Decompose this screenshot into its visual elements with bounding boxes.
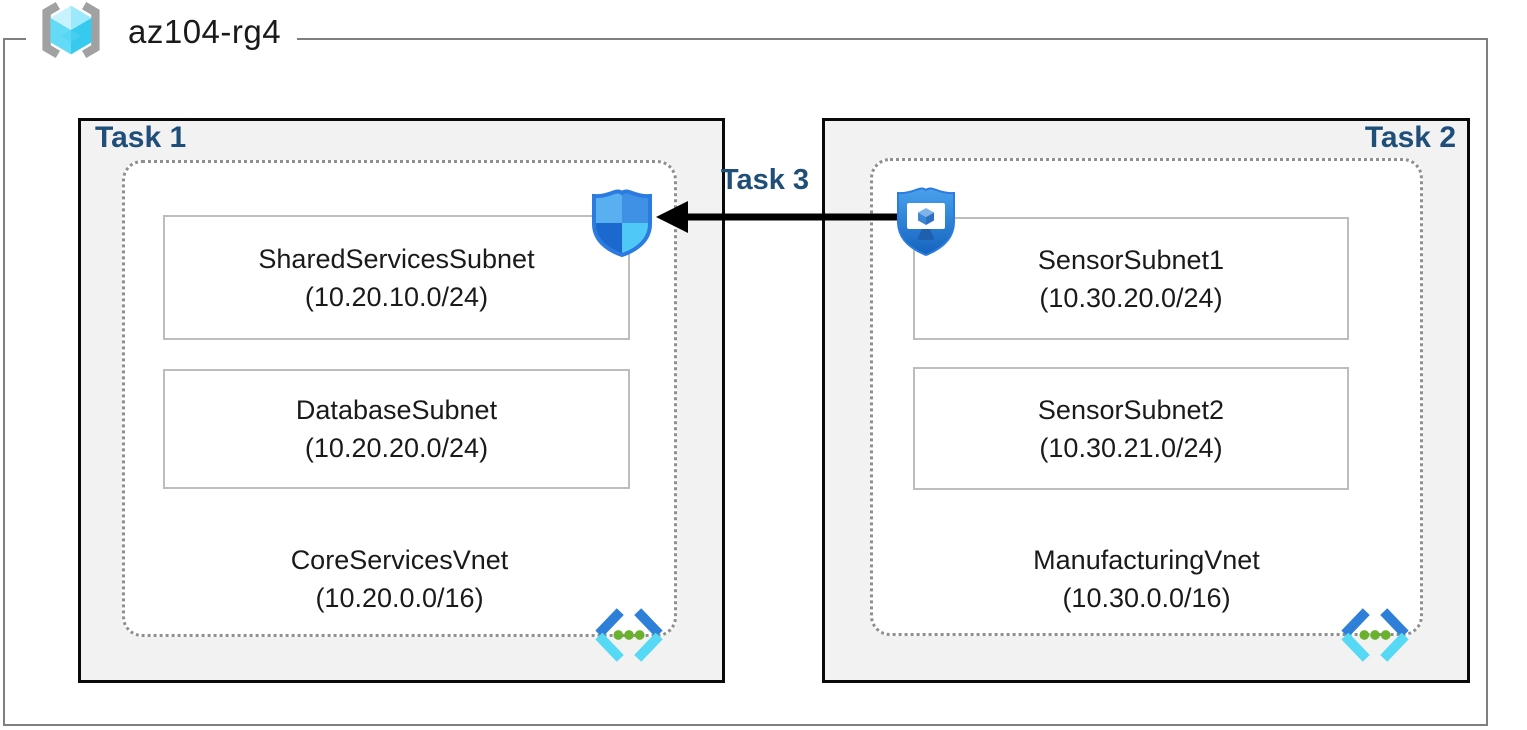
coreservices-vnet-label: CoreServicesVnet (10.20.0.0/16) [122, 541, 677, 617]
sharedservices-subnet-box: SharedServicesSubnet (10.20.10.0/24) [163, 215, 630, 340]
network-security-group-shield-icon [588, 186, 656, 263]
vnet-cidr: (10.30.0.0/16) [1062, 583, 1231, 613]
task2-label: Task 2 [1364, 121, 1456, 154]
virtual-network-icon [592, 600, 666, 675]
database-subnet-box: DatabaseSubnet (10.20.20.0/24) [163, 369, 630, 489]
manufacturing-vnet-label: ManufacturingVnet (10.30.0.0/16) [870, 541, 1423, 617]
task3-label: Task 3 [720, 164, 810, 196]
sensor2-subnet-box: SensorSubnet2 (10.30.21.0/24) [913, 367, 1349, 490]
vnet-name: ManufacturingVnet [1033, 545, 1260, 575]
vnet-cidr: (10.20.0.0/16) [315, 583, 484, 613]
subnet-cidr: (10.20.10.0/24) [304, 281, 489, 312]
resource-group-frame [3, 38, 1488, 726]
subnet-cidr: (10.20.20.0/24) [304, 433, 489, 463]
sensor1-subnet-box: SensorSubnet1 (10.30.20.0/24) [913, 217, 1349, 340]
resource-group-name: az104-rg4 [128, 13, 282, 50]
subnet-name: SensorSubnet2 [1037, 394, 1225, 425]
subnet-cidr: (10.30.21.0/24) [1039, 432, 1223, 463]
virtual-network-icon [1338, 600, 1412, 675]
subnet-name: SensorSubnet1 [1037, 244, 1225, 275]
subnet-cidr: (10.30.20.0/24) [1039, 282, 1223, 313]
subnet-name: DatabaseSubnet [295, 395, 498, 425]
task3-arrow [656, 201, 898, 233]
vnet-name: CoreServicesVnet [290, 545, 509, 575]
resource-group-title: az104-rg4 [26, 0, 298, 65]
bastion-protected-vm-icon [892, 183, 960, 263]
resource-group-icon [34, 0, 108, 65]
subnet-name: SharedServicesSubnet [258, 243, 535, 274]
task1-label: Task 1 [95, 121, 187, 154]
